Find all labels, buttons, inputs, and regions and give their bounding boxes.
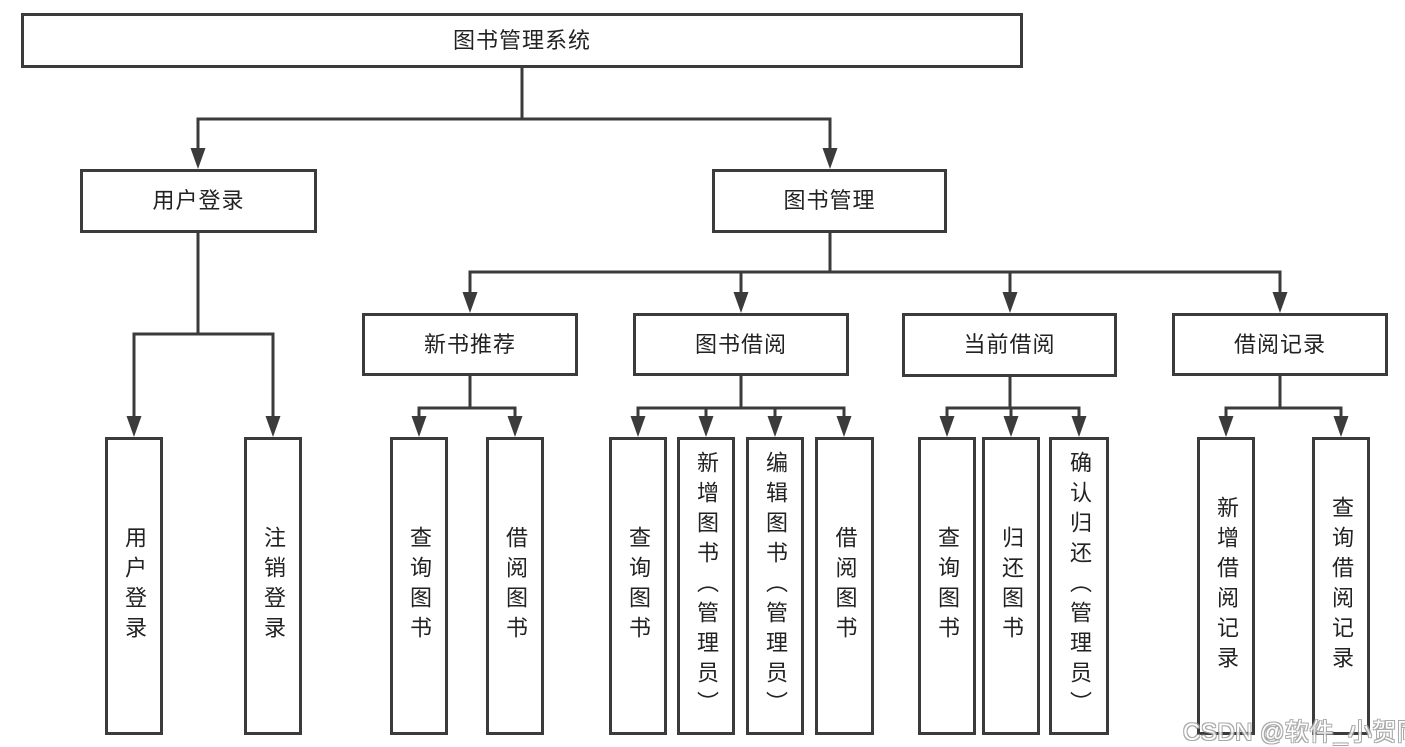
leaf-borrow-books-recommend-label: 借阅图书 — [503, 526, 528, 646]
leaf-query-books-current-label: 查询图书 — [935, 526, 960, 646]
node-book-management: 图书管理 — [712, 169, 947, 233]
leaf-return-book: 归还图书 — [982, 437, 1040, 735]
leaf-query-books-recommend-label: 查询图书 — [407, 526, 432, 646]
leaf-edit-book-admin: 编辑图书（管理员） — [746, 437, 804, 735]
leaf-confirm-return-admin: 确认归还（管理员） — [1049, 437, 1109, 735]
node-borrow-records-label: 借阅记录 — [1233, 331, 1326, 357]
node-user-login-label: 用户登录 — [152, 188, 245, 213]
watermark: CSDN @软件_小贺同学 — [1183, 719, 1405, 746]
leaf-logout-label: 注销登录 — [261, 526, 286, 646]
leaf-query-borrow-record-label: 查询借阅记录 — [1329, 496, 1354, 676]
leaf-query-books-recommend: 查询图书 — [390, 437, 448, 735]
node-new-book-recommend: 新书推荐 — [362, 313, 578, 376]
leaf-add-borrow-record: 新增借阅记录 — [1197, 437, 1255, 735]
leaf-edit-book-admin-label: 编辑图书（管理员） — [763, 451, 788, 721]
node-root: 图书管理系统 — [21, 13, 1023, 68]
leaf-query-books-borrow-label: 查询图书 — [626, 526, 651, 646]
node-book-borrow: 图书借阅 — [633, 313, 849, 376]
node-current-borrow: 当前借阅 — [902, 313, 1117, 377]
leaf-query-books-current: 查询图书 — [918, 437, 976, 735]
arrow-shafts — [132, 117, 1343, 425]
leaf-add-book-admin-label: 新增图书（管理员） — [694, 451, 719, 721]
leaf-borrow-books-recommend: 借阅图书 — [486, 437, 544, 735]
leaf-confirm-return-admin-label: 确认归还（管理员） — [1067, 451, 1092, 721]
leaf-add-book-admin: 新增图书（管理员） — [677, 437, 735, 735]
leaf-query-borrow-record: 查询借阅记录 — [1312, 437, 1370, 735]
node-current-borrow-label: 当前借阅 — [963, 332, 1056, 357]
leaf-return-book-label: 归还图书 — [999, 526, 1024, 646]
node-book-management-label: 图书管理 — [783, 188, 876, 213]
node-borrow-records: 借阅记录 — [1172, 313, 1388, 376]
tree-edges — [132, 66, 1343, 410]
leaf-user-login-label: 用户登录 — [122, 526, 147, 646]
leaf-user-login: 用户登录 — [105, 437, 163, 735]
leaf-logout: 注销登录 — [244, 437, 302, 735]
node-root-label: 图书管理系统 — [452, 27, 591, 53]
node-user-login: 用户登录 — [80, 169, 317, 233]
arrow-heads — [126, 148, 1349, 437]
node-book-borrow-label: 图书借阅 — [694, 331, 787, 357]
leaf-borrow-books: 借阅图书 — [815, 437, 874, 735]
leaf-add-borrow-record-label: 新增借阅记录 — [1214, 496, 1239, 676]
leaf-borrow-books-label: 借阅图书 — [832, 526, 858, 646]
leaf-query-books-borrow: 查询图书 — [609, 437, 667, 735]
node-new-book-recommend-label: 新书推荐 — [423, 331, 516, 357]
